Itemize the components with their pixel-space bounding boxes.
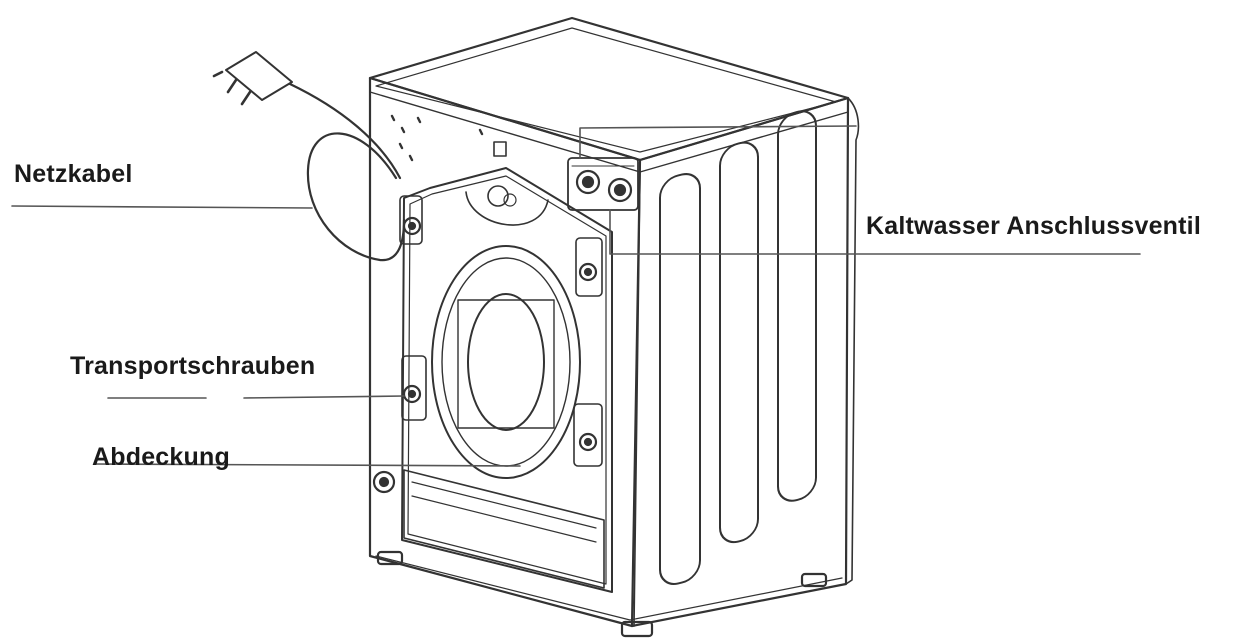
water-inlet-valve [567, 157, 639, 211]
bolt-mid-left [401, 355, 427, 421]
bolt-top-right [575, 237, 603, 297]
label-transportschrauben: Transportschrauben [70, 352, 316, 380]
foot [376, 550, 404, 566]
foot [800, 572, 828, 588]
transport-bolts [372, 195, 603, 494]
leader-netzkabel [11, 205, 313, 209]
leader-kaltwasser [579, 125, 1141, 255]
back-vents [390, 114, 507, 162]
label-netzkabel: Netzkabel [14, 160, 133, 188]
leader-transportschrauben [107, 395, 405, 399]
leader-lines [11, 125, 1141, 467]
bolt-top-left [399, 195, 423, 245]
label-abdeckung: Abdeckung [92, 443, 230, 471]
bolt-low-right [573, 403, 603, 467]
side-ribs [659, 110, 817, 585]
power-cable [212, 51, 406, 262]
machine-side-panel [630, 96, 850, 628]
drum-window [431, 245, 581, 479]
abdeckung-plate [403, 469, 605, 589]
machine-top-panel [368, 16, 850, 162]
back-cover [401, 167, 613, 593]
foot [620, 620, 654, 638]
plug-icon [212, 51, 293, 106]
drain-plug [372, 470, 396, 494]
leader-abdeckung [93, 463, 521, 467]
label-kaltwasser-anschlussventil: Kaltwasser Anschlussventil [866, 212, 1201, 240]
